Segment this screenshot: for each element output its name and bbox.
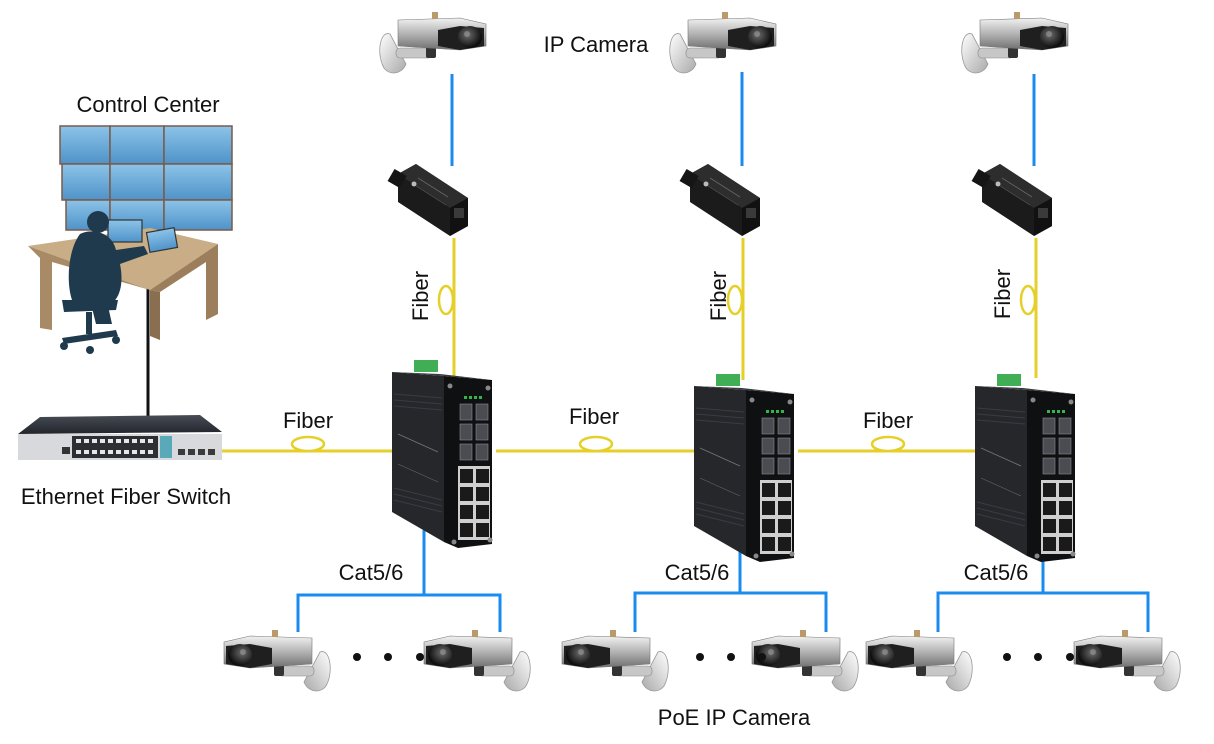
poe-camera-icon-1b — [424, 630, 530, 691]
media-converter-icon-2 — [679, 163, 761, 237]
ip-camera-icon-3 — [961, 11, 1069, 74]
cat-label-1: Cat5/6 — [339, 560, 404, 585]
industrial-switch-icon-3 — [974, 373, 1076, 563]
ellipsis-dots-1 — [353, 653, 424, 661]
ellipsis-dots-3 — [1003, 653, 1074, 661]
industrial-switch-icon-2 — [693, 373, 795, 563]
cat-label-3: Cat5/6 — [964, 560, 1029, 585]
media-converter-icon-1 — [387, 163, 469, 237]
industrial-switch-icon-1 — [391, 359, 493, 549]
ellipsis-dots-2 — [696, 653, 766, 661]
poe-camera-icon-2a — [562, 630, 668, 691]
fiber-vertical — [452, 238, 1038, 380]
fiber-loop-3 — [870, 435, 906, 453]
fiber-vertical-label-2: Fiber — [706, 271, 731, 321]
copper-poe-links — [296, 530, 1150, 632]
fiber-vertical-label-1: Fiber — [408, 271, 433, 321]
media-converter-icon-3 — [971, 163, 1053, 237]
control-center-icon — [28, 125, 233, 354]
fiber-label-1: Fiber — [283, 408, 333, 433]
fiber-vertical-label-3: Fiber — [990, 269, 1015, 319]
fiber-loop-1 — [290, 435, 326, 453]
fiber-vertical-loops — [437, 284, 1037, 316]
poe-camera-icon-3a — [866, 630, 972, 691]
ip-camera-icon-1 — [379, 11, 487, 74]
poe-camera-icon-2b — [752, 630, 858, 691]
copper-camera-links — [450, 72, 1036, 166]
fiber-label-2: Fiber — [569, 404, 619, 429]
poe-camera-icon-1a — [224, 630, 330, 691]
ethernet-fiber-switch-label: Ethernet Fiber Switch — [21, 484, 231, 509]
poe-ip-camera-label: PoE IP Camera — [658, 705, 811, 730]
fiber-loop-2 — [578, 435, 614, 453]
fiber-label-3: Fiber — [863, 408, 913, 433]
ethernet-fiber-switch-icon — [18, 415, 222, 460]
cat-label-2: Cat5/6 — [665, 560, 730, 585]
control-center-label: Control Center — [76, 92, 219, 117]
poe-camera-icon-3b — [1074, 630, 1180, 691]
ip-camera-label: IP Camera — [544, 32, 650, 57]
fiber-loop-icons — [290, 435, 906, 453]
ip-camera-icon-2 — [669, 11, 777, 74]
